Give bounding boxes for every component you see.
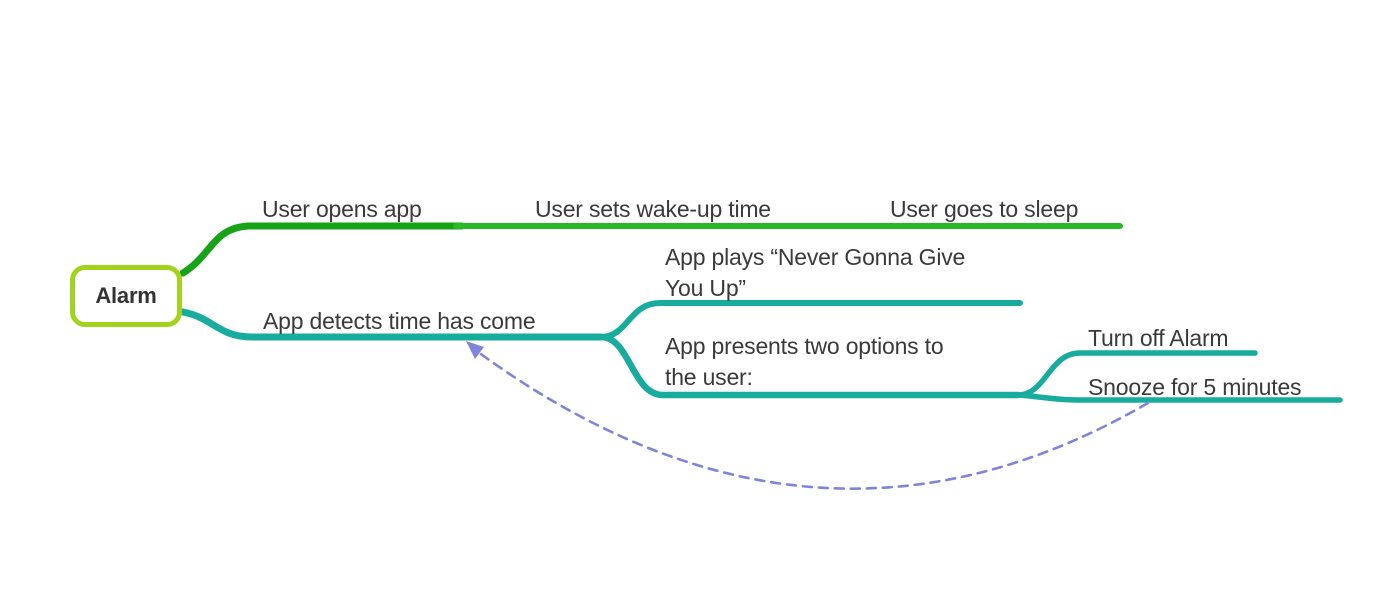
branch-line-app-detects-time <box>179 308 605 341</box>
node-app-presents-options[interactable]: App presents two options to the user: <box>665 333 944 390</box>
loop-back-arrow-curve <box>472 347 1150 490</box>
node-app-detects-time[interactable]: App detects time has come <box>263 308 536 334</box>
branch-line-snooze <box>1015 392 1343 403</box>
branch-line-user-opens-app <box>179 222 466 277</box>
loop-back-arrowhead-icon <box>466 341 484 359</box>
root-node-label: Alarm <box>95 283 157 308</box>
node-turn-off-alarm[interactable]: Turn off Alarm <box>1088 325 1229 351</box>
branch-line-app-presents-options <box>597 333 1022 399</box>
root-node-alarm[interactable]: Alarm <box>70 265 182 327</box>
node-user-sets-wakeup-time[interactable]: User sets wake-up time <box>535 196 771 222</box>
node-app-plays-song[interactable]: App plays “Never Gonna Give You Up” <box>665 244 966 301</box>
node-user-opens-app[interactable]: User opens app <box>262 196 422 222</box>
node-user-goes-to-sleep[interactable]: User goes to sleep <box>890 196 1079 222</box>
node-snooze-5-minutes[interactable]: Snooze for 5 minutes <box>1088 374 1302 400</box>
